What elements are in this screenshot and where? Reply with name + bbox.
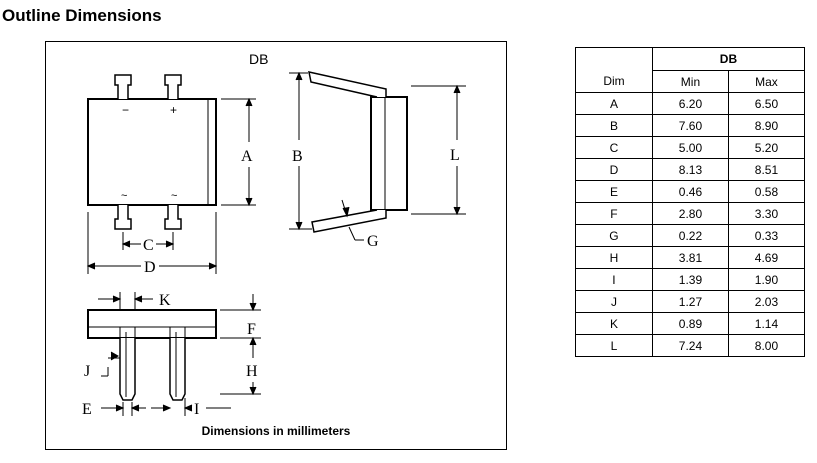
dim-c-lines	[121, 232, 175, 250]
cell-max: 8.00	[727, 334, 806, 357]
top-view	[87, 74, 217, 230]
dim-c-label: C	[143, 237, 154, 254]
dim-f-lines	[220, 294, 261, 346]
outline-drawing: DB − + ~ ~ A	[45, 41, 507, 450]
package-outline-svg: DB − + ~ ~ A	[82, 51, 466, 418]
header-min: Min	[651, 70, 729, 93]
cell-dim: A	[575, 92, 653, 115]
cell-min: 5.00	[651, 136, 729, 159]
cell-max: 8.51	[727, 158, 806, 181]
cell-dim: G	[575, 224, 653, 247]
dim-d-label: D	[144, 259, 156, 276]
minus-mark: −	[122, 103, 129, 117]
cell-max: 1.14	[727, 312, 806, 335]
dim-f-label: F	[247, 321, 256, 338]
cell-max: 6.50	[727, 92, 806, 115]
cell-min: 6.20	[651, 92, 729, 115]
dim-l-label: L	[450, 147, 460, 164]
cell-max: 4.69	[727, 246, 806, 269]
cell-max: 5.20	[727, 136, 806, 159]
section-title: Outline Dimensions	[2, 6, 162, 25]
header-dim: Dim	[575, 70, 653, 93]
cell-dim: K	[575, 312, 653, 335]
cell-min: 1.39	[651, 268, 729, 291]
cell-min: 1.27	[651, 290, 729, 313]
plus-mark: +	[170, 103, 177, 117]
ac-mark-1: ~	[121, 190, 127, 202]
dim-e-lines	[101, 402, 146, 416]
cell-dim: F	[575, 202, 653, 225]
dim-k-lines	[98, 292, 153, 310]
cell-max: 1.90	[727, 268, 806, 291]
cell-min: 7.24	[651, 334, 729, 357]
dim-j-label: J	[84, 363, 90, 380]
header-max: Max	[727, 70, 806, 93]
table-package-header: DB	[651, 47, 806, 71]
front-view	[87, 309, 217, 401]
cell-dim: J	[575, 290, 653, 313]
cell-max: 0.33	[727, 224, 806, 247]
cell-min: 7.60	[651, 114, 729, 137]
cell-dim: D	[575, 158, 653, 181]
cell-max: 8.90	[727, 114, 806, 137]
cell-min: 8.13	[651, 158, 729, 181]
dim-d-lines	[86, 212, 218, 274]
cell-min: 0.46	[651, 180, 729, 203]
side-view	[308, 71, 408, 233]
cell-min: 0.89	[651, 312, 729, 335]
dim-b-lines	[289, 71, 312, 231]
dim-l-lines	[411, 84, 466, 216]
dim-g-lines	[341, 199, 364, 241]
cell-min: 3.81	[651, 246, 729, 269]
table-corner-cell	[575, 47, 653, 71]
dim-i-label: I	[194, 401, 199, 418]
cell-dim: H	[575, 246, 653, 269]
dim-a-lines	[221, 97, 256, 207]
cell-min: 2.80	[651, 202, 729, 225]
dim-b-label: B	[292, 148, 303, 165]
dim-i-lines	[151, 398, 231, 416]
package-label: DB	[249, 51, 268, 67]
cell-dim: L	[575, 334, 653, 357]
dim-k-label: K	[159, 292, 171, 309]
cell-max: 2.03	[727, 290, 806, 313]
cell-dim: C	[575, 136, 653, 159]
dim-e-label: E	[82, 401, 92, 418]
dim-g-label: G	[367, 233, 379, 250]
cell-max: 0.58	[727, 180, 806, 203]
dim-a-label: A	[241, 148, 253, 165]
ac-mark-2: ~	[171, 190, 177, 202]
cell-min: 0.22	[651, 224, 729, 247]
cell-dim: B	[575, 114, 653, 137]
cell-dim: E	[575, 180, 653, 203]
cell-dim: I	[575, 268, 653, 291]
dim-h-lines	[220, 345, 261, 396]
dim-h-label: H	[246, 363, 258, 380]
dim-j-lines	[101, 351, 120, 377]
units-caption: Dimensions in millimeters	[201, 424, 351, 438]
cell-max: 3.30	[727, 202, 806, 225]
